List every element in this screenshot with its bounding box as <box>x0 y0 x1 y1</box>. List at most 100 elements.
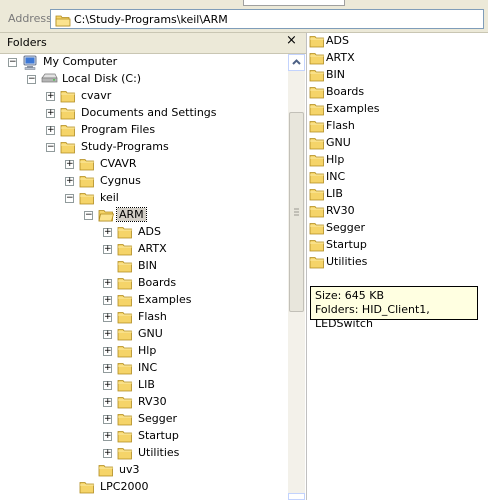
folder-icon <box>117 276 133 293</box>
collapse-minus-icon[interactable]: − <box>27 74 36 84</box>
folder-icon <box>98 463 114 480</box>
tree-item[interactable]: + Segger <box>0 411 286 428</box>
tree-item-label: GNU <box>138 327 163 340</box>
tree-item[interactable]: BIN <box>0 258 286 275</box>
folder-icon <box>117 310 133 327</box>
tree-item[interactable]: +ADS <box>0 224 286 241</box>
tree-item-label: Cygnus <box>100 174 141 187</box>
folders-panel-title: Folders <box>7 36 47 49</box>
expand-plus-icon[interactable]: + <box>46 91 55 101</box>
tree-item[interactable]: − ARM <box>0 207 286 224</box>
collapse-minus-icon[interactable]: − <box>84 210 93 220</box>
folder-icon <box>309 102 325 119</box>
folder-icon <box>309 119 325 136</box>
folders-panel: Folders × −My Computer−Local Disk (C:)+c… <box>0 33 307 500</box>
folder-icon <box>309 187 325 204</box>
scroll-down-button[interactable] <box>288 493 305 500</box>
folder-list-item-label: Utilities <box>326 255 368 268</box>
close-icon[interactable]: × <box>286 33 297 48</box>
tree-item[interactable]: +CVAVR <box>0 156 286 173</box>
tree-item[interactable]: + GNU <box>0 326 286 343</box>
toolbar-field[interactable] <box>243 0 345 6</box>
address-path: C:\Study-Programs\keil\ARM <box>74 13 228 26</box>
tree-item-label: Utilities <box>138 446 180 459</box>
expand-plus-icon[interactable]: + <box>103 295 112 305</box>
folder-icon <box>309 85 325 102</box>
tree-item-label: cvavr <box>81 89 112 102</box>
collapse-minus-icon[interactable]: − <box>8 57 17 67</box>
tree-item[interactable]: + cvavr <box>0 88 286 105</box>
tree-item[interactable]: +Boards <box>0 275 286 292</box>
address-bar: Address C:\Study-Programs\keil\ARM <box>0 8 488 33</box>
folder-list-item-label: Segger <box>326 221 366 234</box>
tree-item-label: ARM <box>116 207 147 222</box>
tree-item[interactable]: + RV30 <box>0 394 286 411</box>
expand-plus-icon[interactable]: + <box>103 414 112 424</box>
tree-item[interactable]: +Startup <box>0 428 286 445</box>
tree-item[interactable]: −Local Disk (C:) <box>0 71 286 88</box>
tree-item[interactable]: − My Computer <box>0 54 286 71</box>
folder-open-icon <box>55 13 71 30</box>
expand-plus-icon[interactable]: + <box>103 380 112 390</box>
expand-plus-icon[interactable]: + <box>65 159 74 169</box>
folder-icon <box>309 153 325 170</box>
folder-icon <box>309 221 325 238</box>
expand-plus-icon[interactable]: + <box>46 108 55 118</box>
grip-icon <box>294 208 299 216</box>
tree-item-label: ARTX <box>138 242 167 255</box>
computer-icon <box>22 55 38 73</box>
expand-plus-icon[interactable]: + <box>103 312 112 322</box>
folder-list-item-label: ARTX <box>326 51 355 64</box>
folder-icon <box>309 204 325 221</box>
expand-plus-icon[interactable]: + <box>103 329 112 339</box>
tree-item[interactable]: +Program Files <box>0 122 286 139</box>
tree-item[interactable]: +Hlp <box>0 343 286 360</box>
tree-item[interactable]: +Documents and Settings <box>0 105 286 122</box>
expand-plus-icon[interactable]: + <box>103 244 112 254</box>
tree-item-label: Segger <box>138 412 178 425</box>
tree-item[interactable]: LPC2000 <box>0 479 286 496</box>
tooltip-size: Size: 645 KB <box>315 289 385 302</box>
collapse-minus-icon[interactable]: − <box>46 142 55 152</box>
expand-plus-icon[interactable]: + <box>103 346 112 356</box>
folder-list-item-label: Hlp <box>326 153 345 166</box>
folder-icon <box>309 34 325 51</box>
folder-icon <box>117 378 133 395</box>
expand-plus-icon[interactable]: + <box>103 278 112 288</box>
tree-item[interactable]: −Study-Programs <box>0 139 286 156</box>
expand-plus-icon[interactable]: + <box>103 448 112 458</box>
tree-item[interactable]: +Flash <box>0 309 286 326</box>
tree-item-label: RV30 <box>138 395 167 408</box>
tree-item-label: keil <box>100 191 119 204</box>
scroll-up-button[interactable] <box>288 54 305 71</box>
tree-item-label: LPC2000 <box>100 480 149 493</box>
tree-item[interactable]: − keil <box>0 190 286 207</box>
tree-item[interactable]: + Cygnus <box>0 173 286 190</box>
tree-item-label: LIB <box>138 378 155 391</box>
collapse-minus-icon[interactable]: − <box>65 193 74 203</box>
tree-scrollbar[interactable] <box>288 54 305 500</box>
scroll-thumb[interactable] <box>289 112 304 312</box>
address-input[interactable]: C:\Study-Programs\keil\ARM <box>50 9 484 29</box>
expand-plus-icon[interactable]: + <box>103 363 112 373</box>
expand-plus-icon[interactable]: + <box>103 227 112 237</box>
tree-item-label: My Computer <box>43 55 118 68</box>
tree-item[interactable]: uv3 <box>0 462 286 479</box>
folder-icon <box>117 242 133 259</box>
tree-item[interactable]: +INC <box>0 360 286 377</box>
tree-item-label: Examples <box>138 293 192 306</box>
folder-icon <box>117 361 133 378</box>
folders-panel-header: Folders × <box>0 33 306 54</box>
expand-plus-icon[interactable]: + <box>65 176 74 186</box>
folder-icon <box>309 136 325 153</box>
expand-plus-icon[interactable]: + <box>103 397 112 407</box>
expand-plus-icon[interactable]: + <box>46 125 55 135</box>
expand-plus-icon[interactable]: + <box>103 431 112 441</box>
folder-tooltip: Size: 645 KB Folders: HID_Client1, LEDSw… <box>310 286 478 330</box>
tree-item[interactable]: + Utilities <box>0 445 286 462</box>
folder-icon <box>60 89 76 106</box>
tree-item[interactable]: + LIB <box>0 377 286 394</box>
tree-item[interactable]: + ARTX <box>0 241 286 258</box>
tree-item[interactable]: + Examples <box>0 292 286 309</box>
tree-item-label: BIN <box>138 259 158 272</box>
